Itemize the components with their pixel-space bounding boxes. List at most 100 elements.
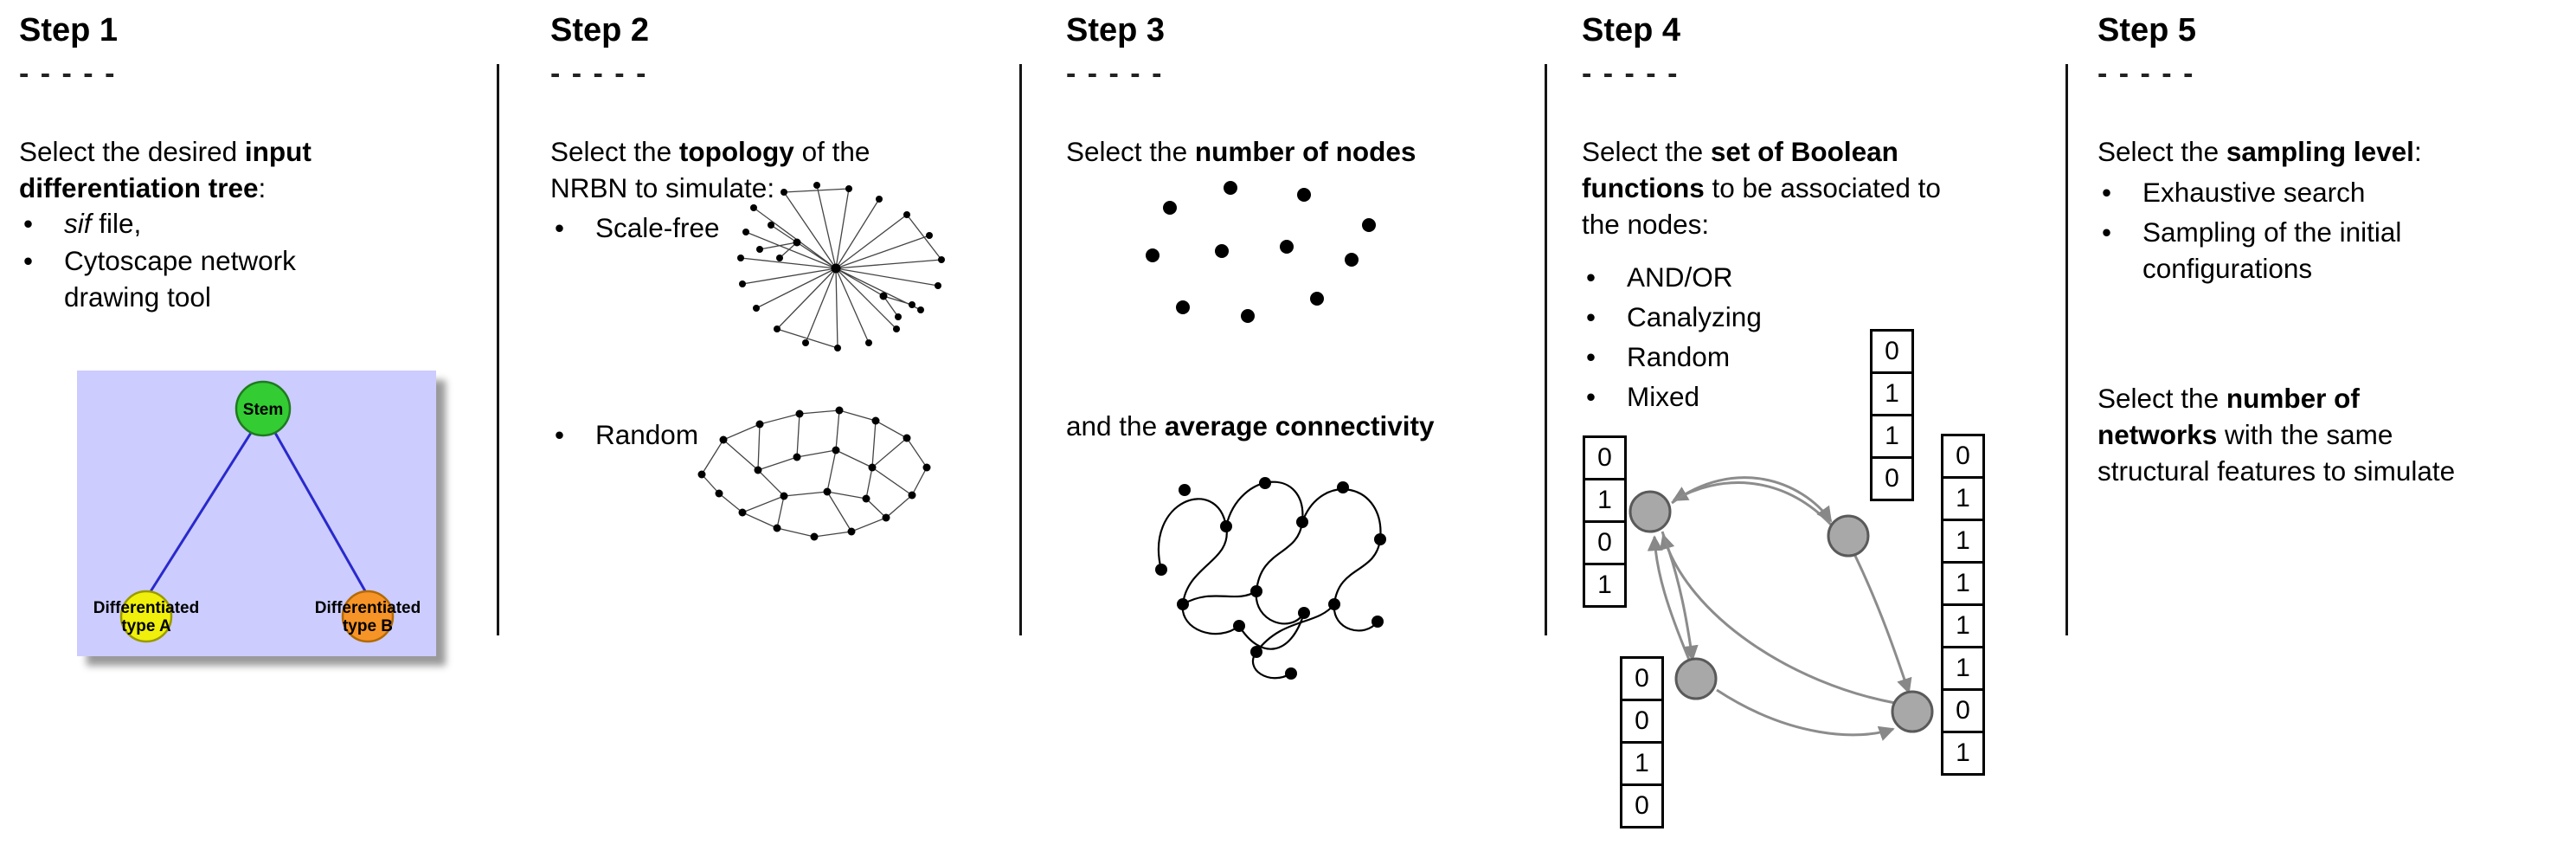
bullet-marker-icon: • [23,245,34,276]
bullet-scale-free-label: Scale-free [595,212,720,243]
tree-edge-left [146,432,253,596]
stem-node-label: Stem [243,401,283,419]
boolean-network-nodes [1628,490,1934,733]
bullet-canalyzing-label: Canalyzing [1627,300,1762,332]
step-3-intro: Select the number of nodes [1066,136,1416,167]
bullet-random: • Random [550,417,810,454]
truth-table-cell: 1 [1870,371,1914,416]
truth-table-cell: 1 [1941,476,1985,521]
step-4-dashes: - - - - - [1582,57,1680,90]
column-divider-3 [1545,64,1547,635]
truth-table-cell: 0 [1941,688,1985,733]
boolean-network-edges [1647,476,1912,741]
bullet-marker-icon: • [23,208,34,239]
bullet-marker-icon: • [1586,261,1596,293]
step-3-column: Step 3 - - - - - Select the number of no… [1066,0,1545,851]
truth-table-cell: 1 [1941,603,1985,648]
truth-table-cell: 1 [1620,741,1664,786]
step-2-column: Step 2 - - - - - Select the topology of … [550,0,1022,851]
step-5-title: Step 5 [2097,12,2197,48]
boolean-network-svg [1628,476,1934,741]
bullet-sif-label: sif file, [64,208,142,239]
bullet-random-label: Random [595,419,699,450]
step-4-title: Step 4 [1582,12,1681,48]
truth-table-cell: 0 [1870,456,1914,501]
type-a-label-line1: Differentiated [93,599,199,617]
type-b-label-line2: type B [343,617,393,635]
node-scatter-svg [1146,181,1376,323]
tree-edge-right [273,432,369,596]
scale-free-network-graphic [706,173,974,372]
type-a-label-line2: type A [121,617,171,635]
network-edges [740,184,942,349]
network-nodes [737,182,945,351]
truth-table-cell: 1 [1941,561,1985,606]
bullet-marker-icon: • [1586,380,1596,412]
connectivity-nodes [1155,477,1386,680]
truth-table-cell: 1 [1583,563,1627,608]
boolean-function-bullets: • AND/OR • Canalyzing • Random • Mixed [1582,260,1885,416]
step-5-dashes: - - - - - [2097,57,2195,90]
truth-table-cell: 0 [1583,520,1627,565]
truth-table-cell: 1 [1941,646,1985,691]
connectivity-edges [1157,480,1382,680]
truth-table-cell: 1 [1941,519,1985,564]
scatter-nodes [1146,181,1376,323]
bullet-canalyzing: • Canalyzing [1582,300,1885,336]
step-4-column: Step 4 - - - - - Select the set of Boole… [1582,0,2066,851]
truth-table-cell: 1 [1583,478,1627,523]
network-node [1674,657,1718,700]
column-divider-1 [497,64,499,635]
connectivity-network-graphic [1131,448,1416,708]
random-network-svg [697,406,931,541]
truth-table-cell: 0 [1620,699,1664,744]
bullet-marker-icon: • [2102,177,2112,208]
bullet-marker-icon: • [2102,216,2112,248]
step-5-column: Step 5 - - - - - Select the sampling lev… [2097,0,2569,851]
bullet-exhaustive-label: Exhaustive search [2142,177,2366,208]
bullet-marker-icon: • [555,419,565,450]
truth-table-cell: 1 [1870,414,1914,459]
step-3-connectivity: and the average connectivity [1066,410,1435,442]
truth-table-cell: 0 [1870,329,1914,374]
step-1-column: Step 1 - - - - - Select the desired inpu… [19,0,491,851]
bullet-and-or-label: AND/OR [1627,261,1733,293]
step-3-title: Step 3 [1066,12,1166,48]
node-scatter-graphic [1101,177,1412,394]
network-node [1827,514,1870,558]
bullet-exhaustive-search: • Exhaustive search [2097,175,2547,211]
step-1-title: Step 1 [19,12,119,48]
bullet-mixed: • Mixed [1582,379,1885,416]
truth-table-cell: 1 [1941,731,1985,776]
network-node [1628,490,1672,533]
step-2-dashes: - - - - - [550,57,648,90]
column-divider-2 [1019,64,1022,635]
truth-table-cell: 0 [1620,656,1664,701]
network-node [1891,690,1934,733]
differentiation-tree-graphic: Stem Differentiated type A Differentiate… [77,371,436,656]
bullet-marker-icon: • [1586,340,1596,372]
differentiated-type-b-node [341,590,395,643]
bullet-sif-file: • sif file, [19,206,391,242]
network-edges [701,409,928,538]
differentiated-type-a-node [119,590,173,643]
truth-table-cell: 0 [1941,434,1985,479]
step-2-title: Step 2 [550,12,650,48]
step-3-dashes: - - - - - [1066,57,1164,90]
bullet-random-function: • Random [1582,339,1885,376]
bullet-random-function-label: Random [1627,340,1731,372]
type-b-label-line1: Differentiated [315,599,421,617]
stem-node [234,380,292,437]
differentiation-tree-svg: Stem Differentiated type A Differentiate… [77,371,436,656]
